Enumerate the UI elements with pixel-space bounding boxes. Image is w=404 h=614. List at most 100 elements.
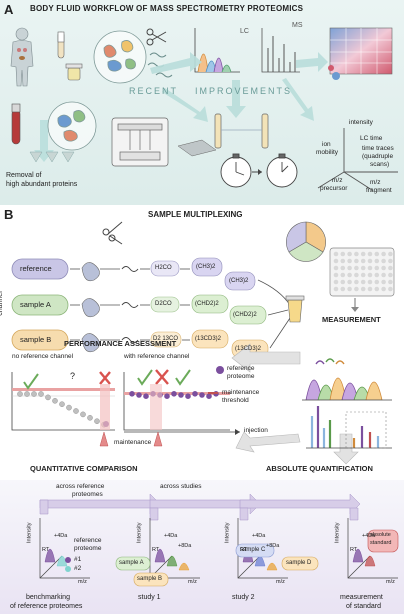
mini-mz-label: m/z [276,579,285,585]
well [367,272,373,278]
mini-mz-label: m/z [188,579,197,585]
mini-plus4-label: +4Da [362,533,376,539]
well [333,251,339,257]
label-ref-1: (CH3)2 [196,264,216,270]
well [374,279,380,285]
well [381,251,386,257]
well [360,272,366,278]
sample-d-oval: sample D [286,560,312,566]
legend-reference-dot [216,366,224,374]
protein-mixture-circle [93,30,147,84]
well [360,265,366,271]
liquid-handling-robot-icon [111,117,169,167]
pill-reference [11,258,69,280]
legend-ref-2: proteome [227,373,255,380]
sample-tubes-icon [57,31,83,81]
ref-proteome-1: reference [74,537,102,544]
multiplexing-title: SAMPLE MULTIPLEXING [148,210,243,219]
well [388,258,393,264]
maint-threshold-2: threshold [222,397,249,404]
sample-c-oval: sample C [240,547,266,553]
well [333,286,339,292]
axis-mz-fragment-1: m/z [370,179,381,186]
axis-mz-precursor-1: m/z [332,177,343,184]
mini-intensity-label: Intensity [224,522,231,543]
well [367,279,373,285]
mini-rt-axis [347,555,371,579]
sample-ovals [115,529,399,587]
mini-peak [364,555,376,567]
well [367,286,373,292]
across-ref-1: across reference [56,483,105,490]
axis-lc-time: LC time [360,135,383,142]
qc-dot [31,391,37,397]
channel-pills [11,258,69,351]
mini-peak [166,555,178,567]
mini-intensity-label: Intensity [334,522,341,543]
qc-dot [59,401,65,408]
bottom-1a: benchmarking [26,594,70,601]
measurement-label: MEASUREMENT [322,315,381,324]
measurement-plate-icon [329,247,395,297]
bottom-2: study 1 [138,594,161,601]
reference-dot [199,392,205,398]
well [360,258,366,264]
mini-plus4-label: +4Da [164,533,178,539]
well [360,251,366,257]
mini-mz-label: m/z [386,579,395,585]
qc-dot [17,391,23,397]
comparison-connector-arrows [39,493,361,521]
maintenance-marker-right [153,431,163,447]
well [347,279,352,285]
qc-dot [80,411,86,418]
human-body-icon [10,27,34,87]
mini-plus4-label: +4Da [54,533,68,539]
mini-rt-label: RT [240,547,248,553]
well [374,251,380,257]
channel-peptides [121,266,139,343]
label-b-1: (13CD3)2 [195,336,222,342]
bottom-3: study 2 [232,594,255,601]
well [347,258,352,264]
reagent-ref: H2CO [155,265,172,271]
across-ref-2: proteomes [72,491,103,498]
well [333,272,339,278]
well [381,272,386,278]
well [360,286,366,292]
well [388,279,393,285]
mini-intensity-label: Intensity [26,522,33,543]
well [381,286,386,292]
mini-peak [178,562,190,571]
ref-proteome-2: proteome [74,545,102,552]
ref-legend-dots [65,557,71,572]
well [388,286,393,292]
axis-time-traces-1: time traces [362,145,394,152]
mini-rt-axis [39,555,63,579]
reagent-boxes [150,257,269,359]
well [374,258,380,264]
reference-dot [143,393,149,400]
improvements-label: IMPROVEMENTS [195,86,293,96]
maintenance-marker-left [99,431,109,447]
well [340,265,346,271]
axis-time-traces-3: scans) [370,161,390,168]
abs-title: ABSOLUTE QUANTIFICATION [266,464,373,473]
bottom-1b: of reference proteomes [10,603,83,610]
mini-rt-label: RT [42,547,50,553]
label-b-2: (13CD3)2 [235,346,262,352]
mini-peak [266,562,278,571]
performance-title: PERFORMANCE ASSESSMENT [64,339,177,348]
well [354,251,359,257]
reagent-a: D2CO [155,301,172,307]
lc-columns-icon [214,113,269,149]
workflow-arrows [34,52,328,162]
maintenance-label: maintenance [114,439,152,446]
ref-1: #1 [74,556,82,563]
well [354,286,359,292]
panel-a-letter: A [4,2,14,17]
mini-mz-label: m/z [78,579,87,585]
heatmap-data-icon [328,27,393,80]
channel-axis-label: channel [0,291,4,316]
channel-scissors [102,221,123,245]
